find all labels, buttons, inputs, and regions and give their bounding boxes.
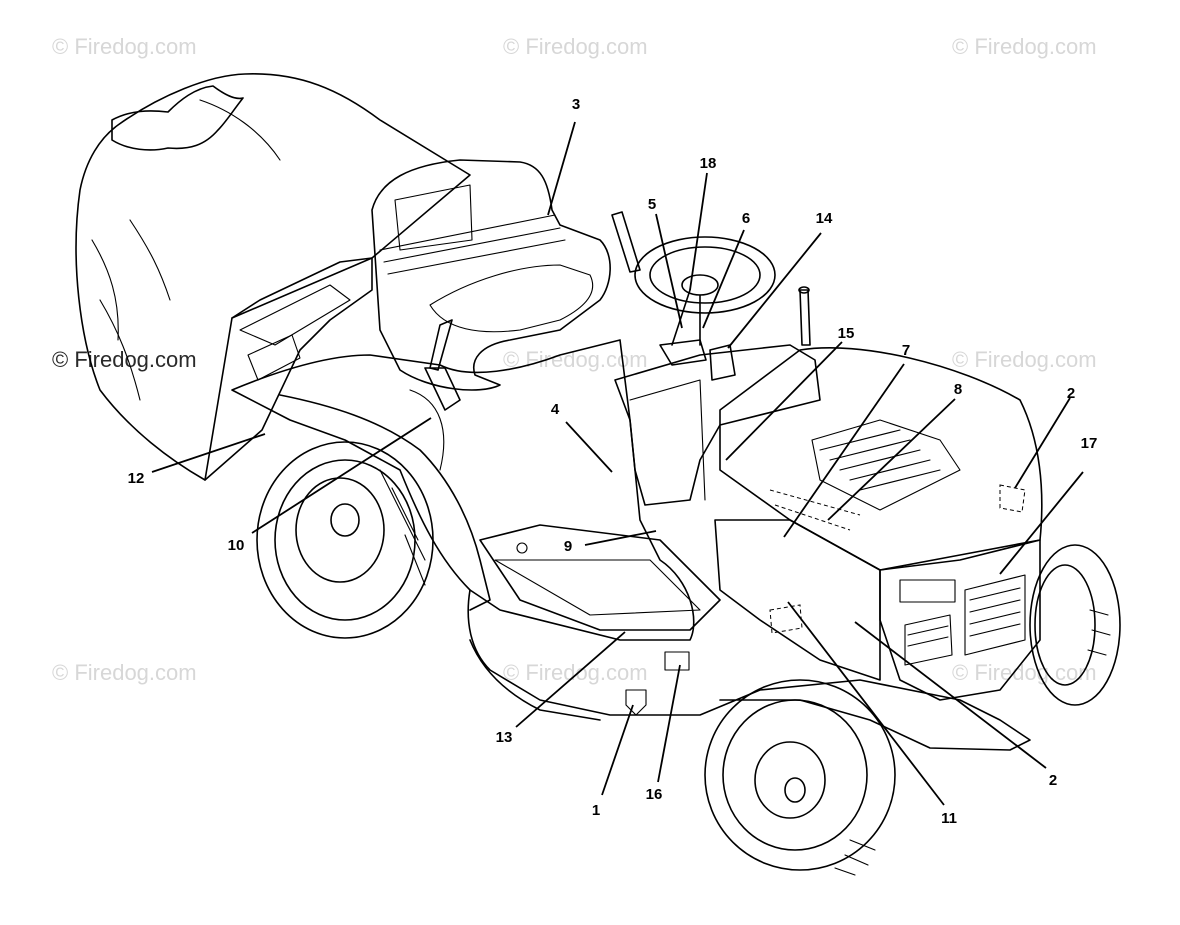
leader-2a	[1014, 397, 1071, 489]
grass-catcher-bag	[75, 73, 471, 481]
callout-3: 3	[572, 96, 580, 113]
leader-6	[702, 229, 745, 329]
leader-2b	[854, 621, 1047, 769]
callout-13: 13	[496, 729, 513, 746]
body-fender	[231, 339, 695, 641]
front-grille	[879, 539, 1041, 701]
watermark-mid-right: © Firedog.com	[952, 347, 1097, 372]
leader-11	[787, 601, 945, 806]
rear-wheel	[256, 441, 434, 639]
dash-console	[614, 339, 821, 506]
callout-11: 11	[941, 810, 957, 827]
callout-15: 15	[838, 325, 855, 342]
leader-16	[657, 664, 681, 783]
front-wheel-left	[704, 679, 896, 876]
leader-5	[655, 213, 683, 329]
watermark-bottom-center: © Firedog.com	[503, 660, 648, 685]
leader-9	[584, 530, 657, 546]
watermark-bottom-left: © Firedog.com	[52, 660, 197, 685]
callout-18: 18	[700, 155, 717, 172]
callout-10: 10	[228, 537, 245, 554]
foot-deck	[479, 524, 721, 631]
callout-4: 4	[551, 401, 560, 418]
callout-6: 6	[742, 210, 750, 227]
callout-16: 16	[646, 786, 663, 803]
leader-10	[251, 417, 432, 534]
mower-deck	[467, 589, 1031, 751]
leader-1	[601, 704, 634, 796]
callout-7: 7	[902, 342, 910, 359]
watermark-top-right: © Firedog.com	[952, 34, 1097, 59]
callout-17: 17	[1081, 435, 1098, 452]
steering-wheel	[634, 236, 776, 346]
leader-8	[827, 398, 956, 521]
callout-9: 9	[564, 538, 572, 555]
callout-8: 8	[954, 381, 962, 398]
callout-12: 12	[128, 470, 145, 487]
watermark-top-center: © Firedog.com	[503, 34, 648, 59]
watermark-bottom-right: © Firedog.com	[952, 660, 1097, 685]
leader-7	[783, 363, 905, 538]
front-wheel-right	[1029, 544, 1121, 706]
watermark-top-left: © Firedog.com	[52, 34, 197, 59]
leader-14	[727, 232, 822, 349]
seat	[371, 159, 611, 391]
callout-2-bottom: 2	[1049, 772, 1057, 789]
leader-17	[999, 471, 1084, 575]
callout-1: 1	[592, 802, 600, 819]
callout-labels: 1 2 2 3 4 5 6 7 8 9 10 11 12 13 14 15 16…	[128, 96, 1098, 827]
control-levers	[424, 211, 811, 411]
callout-2-top: 2	[1067, 385, 1075, 402]
callout-5: 5	[648, 196, 656, 213]
leader-15	[725, 341, 843, 461]
leader-12	[151, 433, 266, 473]
callout-14: 14	[816, 210, 833, 227]
leader-4	[565, 421, 613, 473]
leader-3	[547, 121, 576, 216]
side-panel	[714, 519, 881, 681]
hood	[719, 347, 1043, 571]
leader-18	[689, 172, 708, 291]
leader-lines	[151, 121, 1084, 806]
leader-13	[515, 631, 626, 728]
